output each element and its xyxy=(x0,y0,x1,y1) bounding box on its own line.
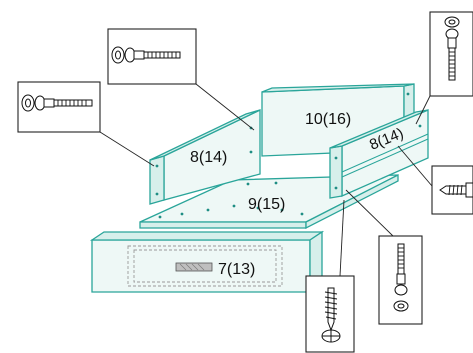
panel-9-holes xyxy=(158,181,358,219)
callout-dowel-bolt-1 xyxy=(107,28,255,131)
label-7: 7(13) xyxy=(218,261,255,278)
callout-dowel-cam xyxy=(345,189,423,325)
panel-7: 7(13) xyxy=(89,230,325,294)
cam-bolt-icon xyxy=(21,94,93,112)
label-9: 9(15) xyxy=(248,196,285,213)
screw-icon xyxy=(439,182,473,198)
label-10: 10(16) xyxy=(305,111,351,128)
cam-bolt-icon xyxy=(444,16,460,81)
callout-dowel-bolt-2 xyxy=(17,81,155,167)
handle-icon xyxy=(175,262,213,272)
callout-screw-right xyxy=(397,145,473,215)
panel-8-left: 8(14) xyxy=(149,108,261,205)
screw-icon xyxy=(321,287,341,343)
callout-dowel-bolt-3 xyxy=(415,11,473,125)
label-8-left: 8(14) xyxy=(190,149,227,166)
panel-8-right: 8(14) xyxy=(329,109,429,199)
callout-screw-bottom xyxy=(305,199,355,353)
cam-bolt-icon xyxy=(393,243,409,312)
cam-bolt-icon xyxy=(111,46,181,64)
